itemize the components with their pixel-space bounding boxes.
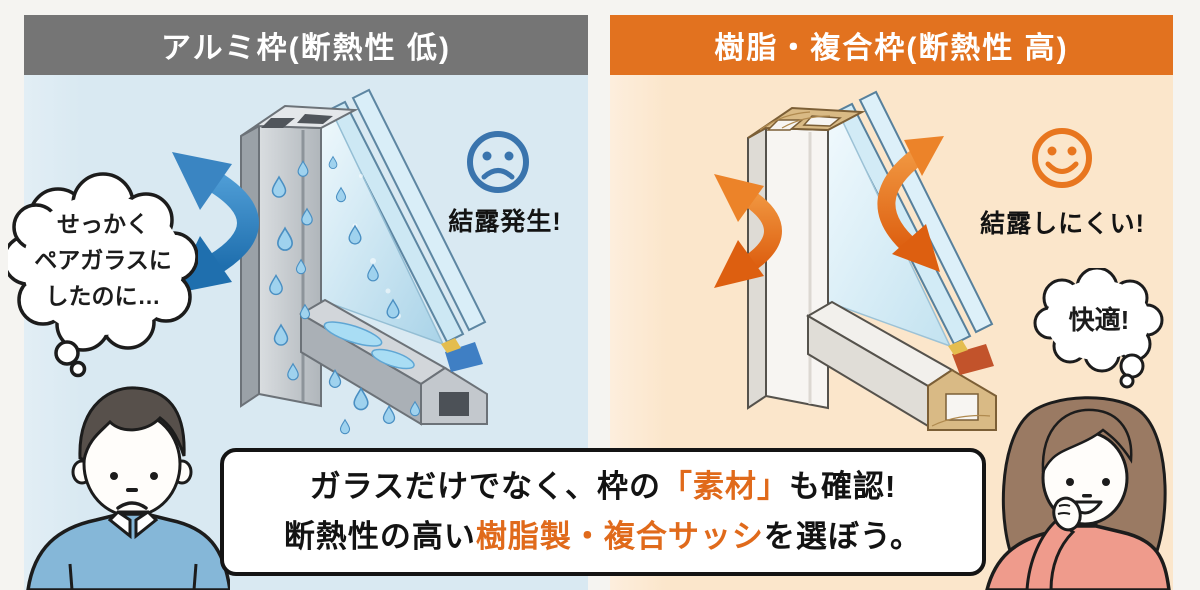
regret-thought-text: せっかく ペアガラスに したのに… [34,211,172,309]
condensation-status-label: 結露発生! [448,208,562,236]
thought-bubble-cloud [8,172,198,378]
heat-block-arrow-inner-icon [877,136,944,272]
sad-face-icon [467,131,529,193]
key-message-box: ガラスだけでなく、枠の「素材」も確認! 断熱性の高い樹脂製・複合サッシを選ぼう。 [220,448,986,576]
heat-block-arrow-outer-icon [714,174,782,288]
highlight-material: 「素材」 [661,469,790,504]
resin-panel-header: 樹脂・複合枠(断熱性 高) [610,15,1173,75]
condensation-puddle [323,321,415,370]
comfort-thought-text: 快適! [1068,305,1130,335]
key-message-line-2: 断熱性の高い樹脂製・複合サッシを選ぼう。 [283,519,923,554]
heat-loss-arrow-icon [172,152,259,294]
no-condensation-status-label: 結露しにくい! [980,210,1145,238]
key-message-line-1: ガラスだけでなく、枠の「素材」も確認! [309,469,897,504]
man-illustration [26,386,230,590]
aluminum-panel-title: アルミ枠(断熱性 低) [160,32,451,65]
resin-window-illustration [747,90,997,431]
woman-illustration [985,396,1171,590]
aluminum-window-illustration [240,88,488,435]
resin-panel-title: 樹脂・複合枠(断熱性 高) [714,32,1069,65]
highlight-resin-composite-sash: 樹脂製・複合サッシ [475,519,764,554]
aluminum-panel-header: アルミ枠(断熱性 低) [24,15,588,75]
happy-face-icon [1032,128,1092,188]
thought-bubble-cloud [1033,268,1164,389]
